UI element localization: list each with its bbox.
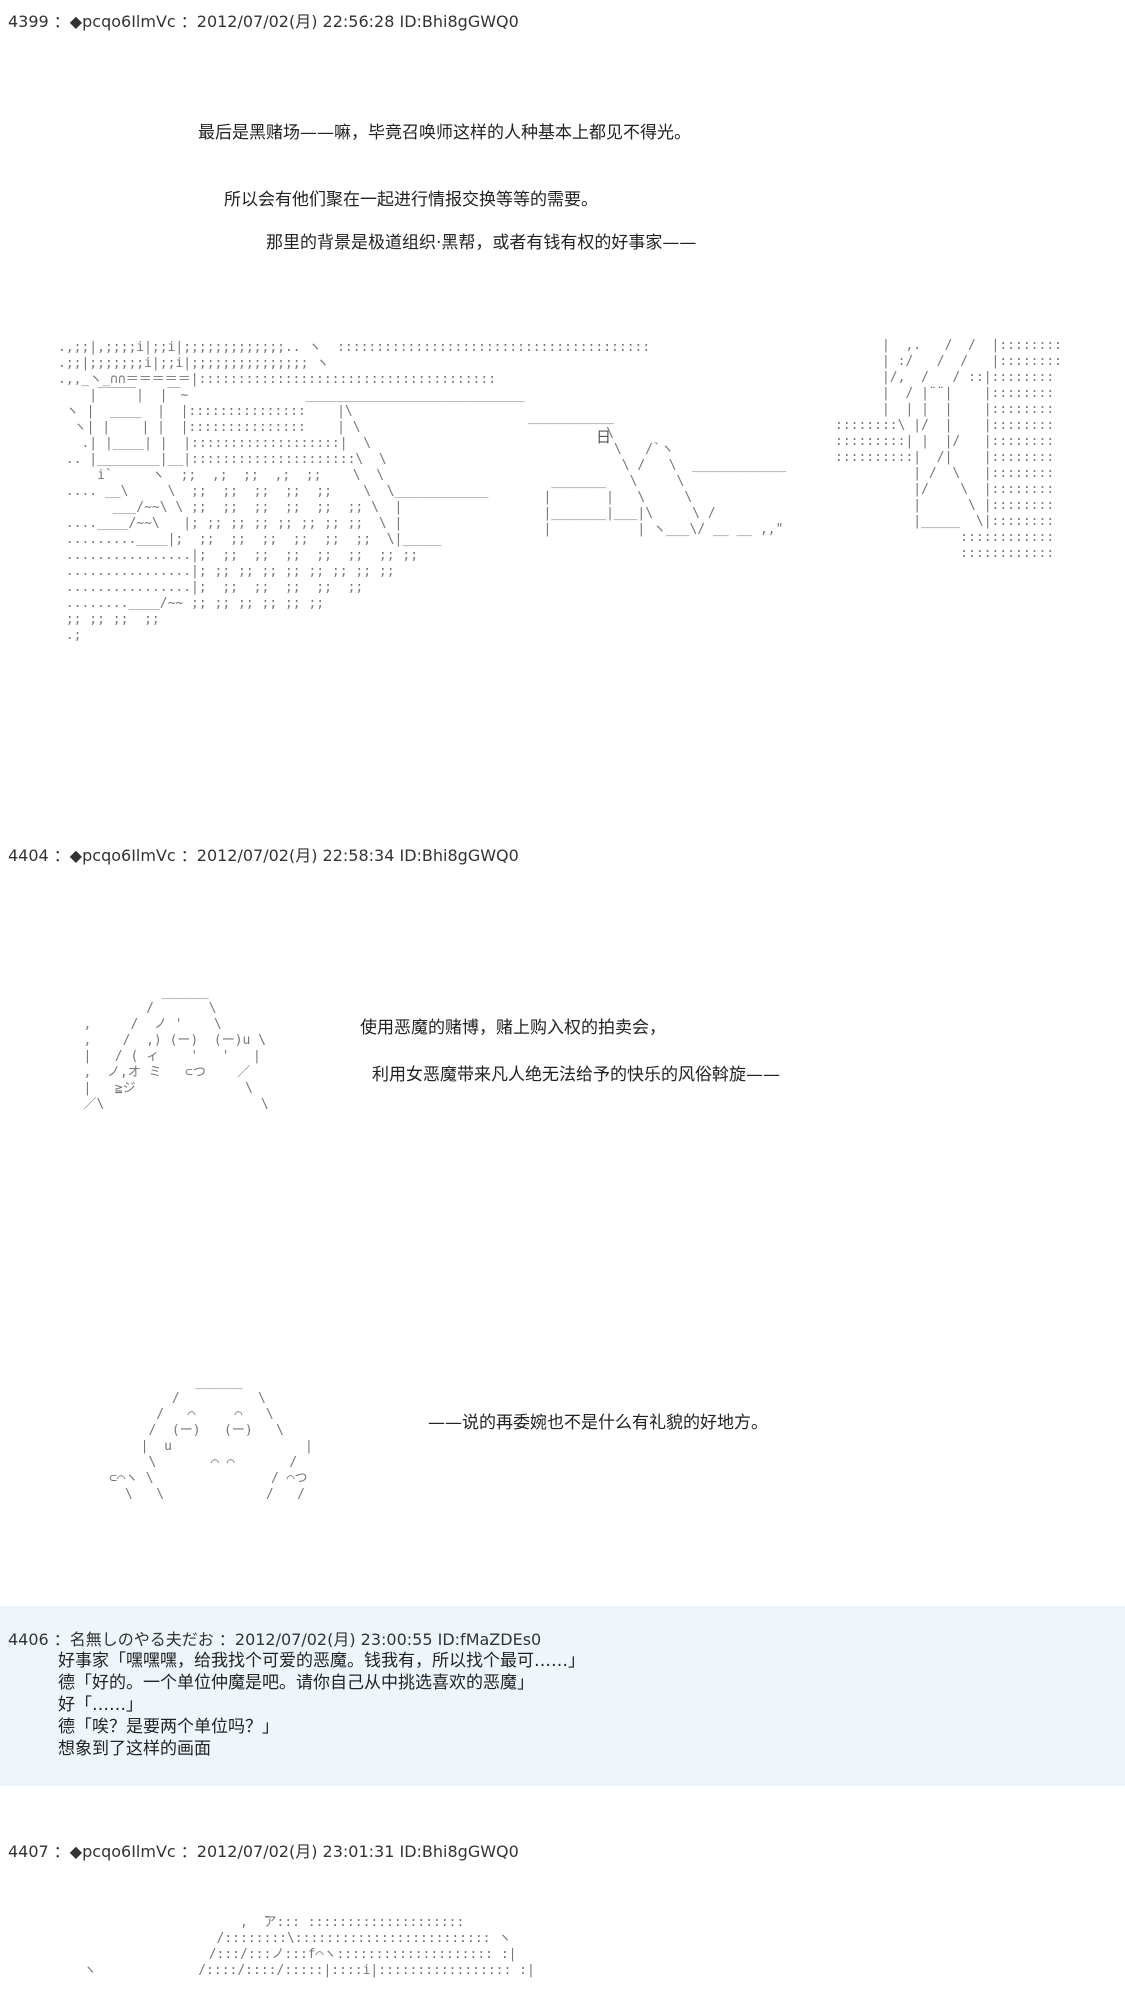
ascii-art-casino-center: ___________ \ \ /`ヽ \ / \ ____________ _… (527, 410, 787, 537)
post-4399-line-1: 最后是黑赌场——嘛，毕竟召唤师这样的人种基本上都见不得光。 (198, 123, 691, 143)
casino-sign-char: 日 (596, 428, 612, 446)
ascii-art-face-2: ______ / \ / ⌒ ⌒ \ / (ー) (ー) \ | u | \ ⌒… (109, 1375, 313, 1502)
ascii-art-casino-left: .,;;|,;;;;i|;;i|;;;;;;;;;;;;;.. ヽ ::::::… (58, 340, 651, 643)
ascii-art-face-1: ______ / \ , / ノ ' \ , / ,) (ー) (ー)u \ |… (83, 985, 269, 1112)
ascii-art-casino-right: | ,. / / |:::::::: | :/ / / |:::::::: |/… (835, 338, 1062, 561)
post-4399-line-2: 所以会有他们聚在一起进行情报交换等等的需要。 (224, 190, 598, 210)
post-4404-line-2: 利用女恶魔带来凡人绝无法给予的快乐的风俗斡旋—— (372, 1065, 780, 1085)
post-header-4406: 4406 ：名無しのやる夫だお ：2012/07/02(月) 23:00:55 … (8, 1630, 542, 1649)
post-header-4399: 4399 ：◆pcqo6IlmVc ：2012/07/02(月) 22:56:2… (8, 12, 519, 31)
post-header-4404: 4404 ：◆pcqo6IlmVc ：2012/07/02(月) 22:58:3… (8, 846, 519, 865)
post-4404-line-3: ——说的再委婉也不是什么有礼貌的好地方。 (428, 1413, 768, 1433)
post-4399-line-3: 那里的背景是极道组织·黑帮，或者有钱有权的好事家—— (266, 233, 697, 253)
post-header-4407: 4407 ：◆pcqo6IlmVc ：2012/07/02(月) 23:01:3… (8, 1842, 519, 1861)
ascii-art-post-4407: , ̄ア::: :::::::::::::::::::: /::::::::\:… (83, 1915, 535, 1978)
post-4406-line-5: 想象到了这样的画面 (58, 1739, 211, 1759)
post-4406-line-4: 德「唉？是要两个单位吗？」 (58, 1717, 279, 1737)
post-4406-line-2: 德「好的。一个单位仲魔是吧。请你自己从中挑选喜欢的恶魔」 (58, 1673, 534, 1693)
post-4404-line-1: 使用恶魔的赌博，赌上购入权的拍卖会， (360, 1018, 666, 1038)
post-4406-line-1: 好事家「嘿嘿嘿，给我找个可爱的恶魔。钱我有，所以找个最可……」 (58, 1651, 585, 1671)
post-4406-line-3: 好「……」 (58, 1695, 143, 1715)
reply-post-4406: 4406 ：名無しのやる夫だお ：2012/07/02(月) 23:00:55 … (0, 1606, 1125, 1786)
